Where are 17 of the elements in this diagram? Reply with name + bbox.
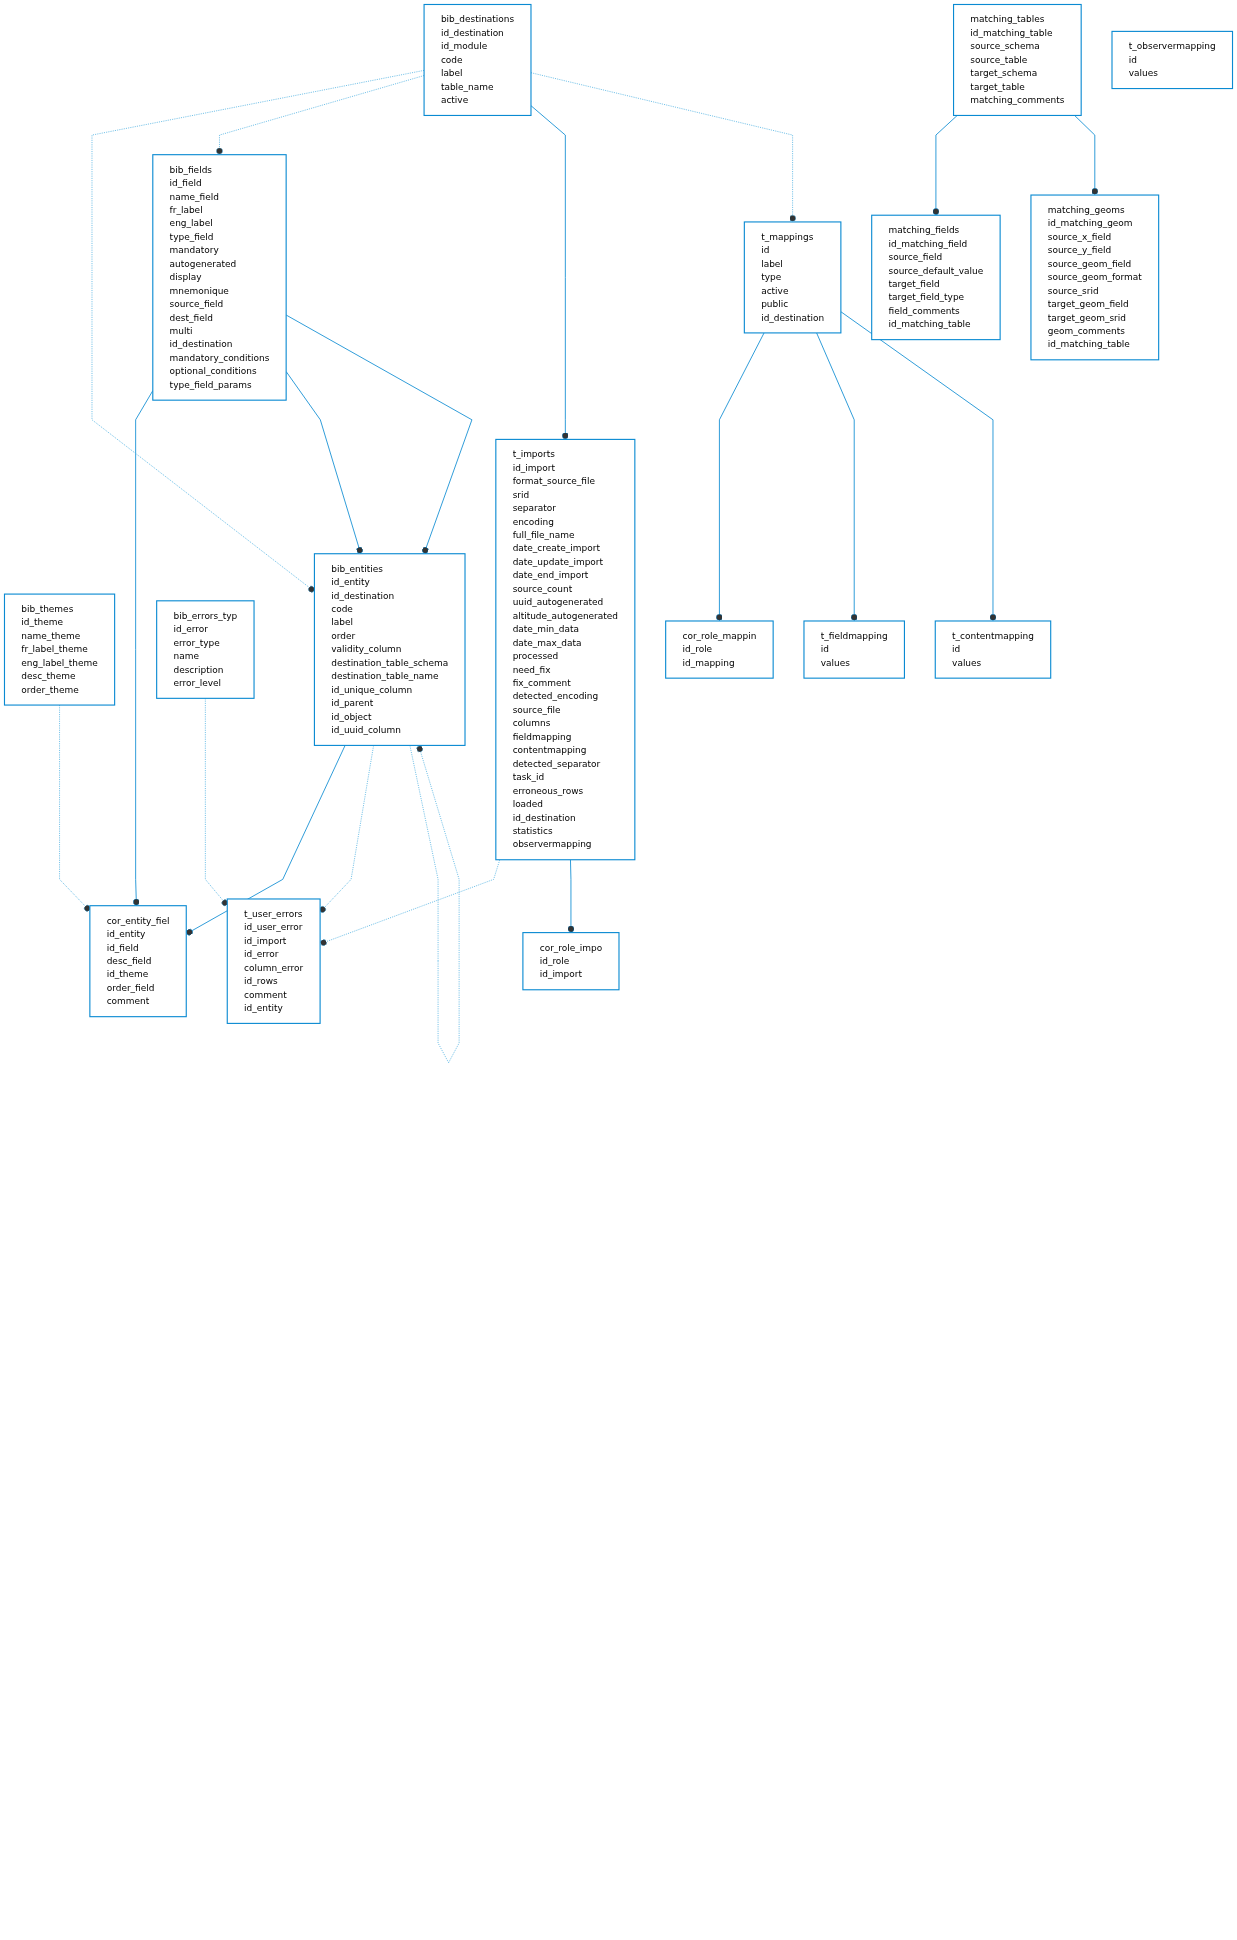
node-box: bib_themes id_theme name_theme fr_label_theme eng_label_theme desc_theme order_theme [3,593,116,706]
node-box: t_fieldmapping id values [803,620,905,679]
node-box: bib_errors_typ id_error error_type name description error_level [156,600,255,699]
node-box: matching_fields id_matching_field source_field source_default_value target_field target_field_type field_comments id_matching_table [871,214,1001,341]
node-box: bib_entities id_entity id_destination code label order validity_column destination_table_schema destination_table_name id_unique_column id_parent id_object id_uuid_column [313,553,466,746]
node-box: cor_role_mappin id_role id_mapping [665,620,774,679]
node-box: t_imports id_import format_source_file srid separator encoding full_file_name date_create_import date_update_import date_end_import source_count uuid_autogenerated altitude_autogenerated date_min_data date_max_data processed need_fix fix_comment detected_encoding source_file columns fieldmapping contentmapping detected_separator task_id erroneous_rows loaded id_destination statistics observermapping [495,438,636,861]
node-box: bib_destinations id_destination id_module code label table_name active [423,3,532,116]
node-box: matching_geoms id_matching_geom source_x_field source_y_field source_geom_field source_geom_format source_srid target_geom_field target_geom_srid geom_comments id_matching_table [1030,194,1160,361]
node-box: cor_entity_fiel id_entity id_field desc_field id_theme order_field comment [89,905,187,1018]
node-box: matching_tables id_matching_table source_schema source_table target_schema target_table matching_comments [953,3,1082,116]
node-box: t_observermapping id values [1111,30,1234,90]
node-box: t_mappings id label type active public id_destination [743,221,842,334]
node-box: t_contentmapping id values [934,620,1052,679]
node-box: t_user_errors id_user_error id_import id_error column_error id_rows comment id_entity [226,898,321,1024]
node-box: bib_fields id_field name_field fr_label eng_label type_field mandatory autogenerated display mnemonique source_field dest_field multi id_destination mandatory_conditions optional_conditions type_field_params [152,154,287,401]
node-box: cor_role_impo id_role id_import [522,932,620,991]
